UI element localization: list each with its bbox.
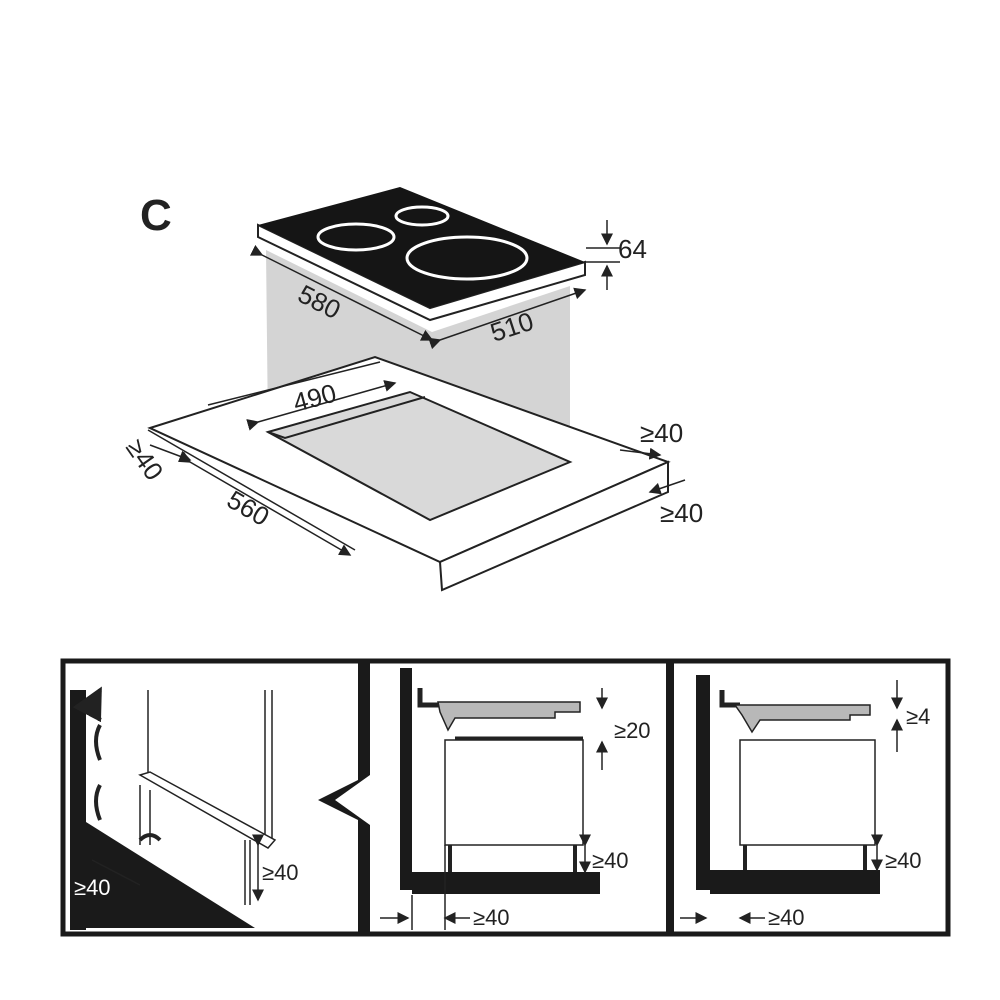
oven-top-gap-label: ≥20 [614, 718, 651, 743]
panel-oven-tight [680, 675, 903, 924]
panel-cabinet [70, 690, 277, 930]
dimension-lines [147, 220, 686, 556]
right-edge-label: ≥40 [660, 498, 703, 528]
worktop [147, 355, 671, 592]
cabinet-plinth-gap-label: ≥40 [262, 860, 299, 885]
left-edge-label: ≥40 [120, 433, 169, 486]
oven-tight-top-gap-label: ≥4 [906, 704, 930, 729]
figure-label: C [140, 191, 172, 240]
panel-divider-2 [666, 662, 674, 934]
oven-tight-rear-gap-label: ≥40 [768, 905, 805, 930]
hob-height-label: 64 [618, 234, 647, 264]
panel-divider-1 [318, 662, 370, 934]
cutout-depth-label: 560 [222, 484, 275, 532]
panels-frame [60, 658, 951, 937]
back-edge-label: ≥40 [640, 418, 683, 448]
panel-oven-gap [380, 668, 608, 930]
cabinet-wall-gap-label: ≥40 [74, 875, 111, 900]
oven-rear-gap-label: ≥40 [473, 905, 510, 930]
burner-back [394, 205, 450, 227]
oven-tight-floor-gap-label: ≥40 [885, 848, 922, 873]
oven-floor-gap-label: ≥40 [592, 848, 629, 873]
